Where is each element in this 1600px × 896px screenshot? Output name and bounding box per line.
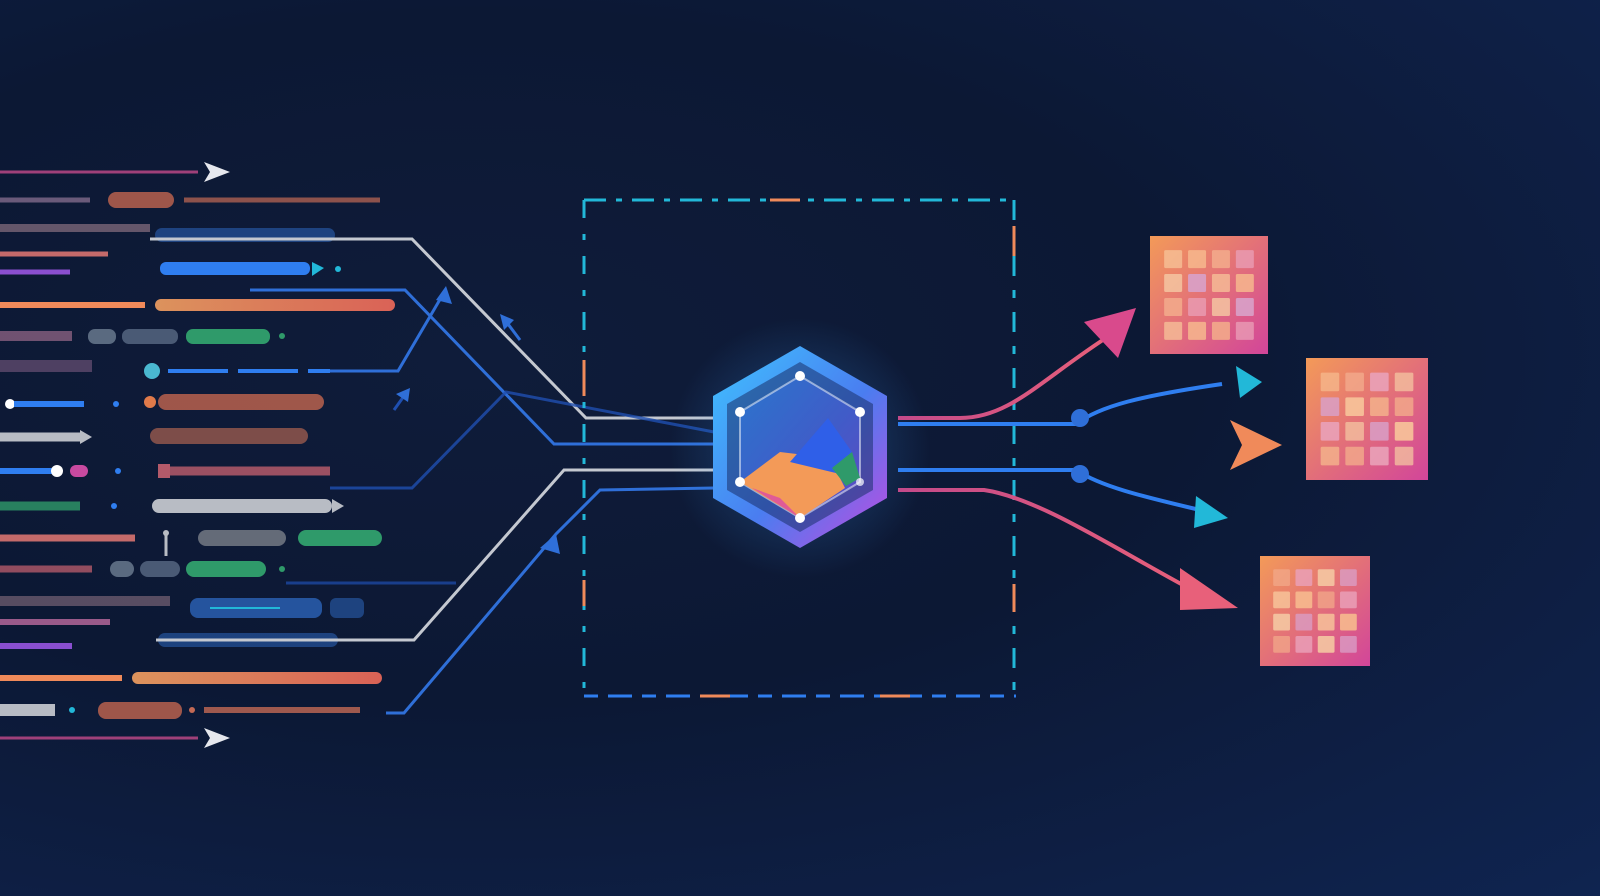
- grid-cell: [1211, 250, 1230, 269]
- grid-cell: [1235, 274, 1254, 293]
- connector-line: [392, 395, 406, 411]
- arrow-head-icon: [204, 162, 230, 182]
- output-grid-2: [1306, 358, 1428, 480]
- grid-cell: [1211, 297, 1230, 316]
- output-grid-3: [1260, 556, 1370, 666]
- grid-cell: [1340, 591, 1357, 609]
- connector-line: [330, 295, 444, 373]
- arrow-head-icon: [500, 314, 514, 330]
- input-stream: [0, 596, 364, 618]
- grid-cell: [1345, 372, 1364, 392]
- input-stream: [5, 394, 324, 410]
- arrow-head-icon: [436, 286, 452, 304]
- grid-cell: [1188, 297, 1207, 316]
- arrow-head-icon: [396, 388, 410, 402]
- connector-line: [150, 237, 714, 420]
- grid-cell: [1295, 613, 1313, 631]
- grid-cell: [1211, 321, 1230, 340]
- processing-hub: [670, 318, 930, 578]
- grid-cell: [1211, 274, 1230, 293]
- input-stream: [0, 464, 330, 478]
- arrow-head-icon: [204, 728, 230, 748]
- grid-cell: [1370, 372, 1389, 392]
- hexagon-chart-icon: [735, 371, 865, 523]
- input-stream: [0, 530, 382, 556]
- arrow-head-icon: [1194, 496, 1228, 528]
- input-stream: [0, 192, 380, 208]
- arrow-head-icon: [1180, 568, 1238, 610]
- input-stream: [0, 728, 230, 748]
- input-stream: [0, 329, 285, 344]
- grid-cell: [1370, 446, 1389, 466]
- outputs: [1150, 236, 1428, 666]
- grid-cell: [1345, 422, 1364, 441]
- input-stream: [0, 619, 338, 649]
- grid-cell: [1394, 422, 1414, 441]
- arrow-head-icon: [312, 262, 324, 276]
- grid-cell: [1345, 446, 1364, 466]
- grid-cell: [1317, 613, 1335, 631]
- grid-cell: [1188, 250, 1207, 269]
- input-stream: [0, 702, 360, 719]
- grid-cell: [1235, 250, 1254, 269]
- output-line: [898, 488, 1197, 594]
- grid-cell: [1345, 397, 1364, 416]
- input-stream: [0, 561, 285, 577]
- grid-cell: [1164, 297, 1183, 316]
- connector-line: [330, 390, 715, 490]
- grid-cell: [1320, 372, 1340, 392]
- grid-cell: [1394, 446, 1414, 466]
- input-stream: [0, 428, 308, 444]
- output-connectors: [898, 308, 1282, 610]
- input-stream: [0, 360, 330, 379]
- grid-cell: [1164, 274, 1183, 293]
- arrow-head-icon: [1236, 366, 1262, 398]
- input-stream: [0, 162, 230, 182]
- grid-cell: [1317, 591, 1335, 609]
- grid-cell: [1273, 613, 1290, 631]
- grid-cell: [1295, 636, 1313, 653]
- grid-cell: [1188, 321, 1207, 340]
- grid-cell: [1317, 569, 1335, 586]
- grid-cell: [1320, 422, 1340, 441]
- grid-cell: [1235, 321, 1254, 340]
- grid-cell: [1295, 569, 1313, 586]
- grid-cell: [1188, 274, 1207, 293]
- grid-cell: [1317, 636, 1335, 653]
- grid-cell: [1164, 250, 1183, 269]
- grid-cell: [1370, 397, 1389, 416]
- output-grid-1: [1150, 236, 1268, 354]
- input-streams: [0, 162, 395, 748]
- grid-cell: [1235, 297, 1254, 316]
- grid-cell: [1273, 636, 1290, 653]
- connector-line: [386, 486, 715, 715]
- grid-cell: [1273, 569, 1290, 586]
- arrow-head-icon: [1084, 308, 1136, 358]
- input-stream: [0, 251, 341, 276]
- grid-cell: [1340, 613, 1357, 631]
- input-stream: [0, 499, 344, 513]
- grid-cell: [1370, 422, 1389, 441]
- grid-cell: [1164, 321, 1183, 340]
- processing-boundary: [582, 198, 1016, 698]
- connector-line: [156, 468, 714, 642]
- connector-lines: [150, 237, 715, 715]
- input-stream: [0, 672, 382, 684]
- grid-cell: [1320, 397, 1340, 416]
- arrow-head-icon: [1230, 420, 1282, 470]
- connector-line: [250, 288, 714, 446]
- grid-cell: [1394, 372, 1414, 392]
- grid-cell: [1340, 569, 1357, 586]
- input-stream: [0, 269, 395, 311]
- output-line: [898, 332, 1114, 420]
- grid-cell: [1273, 591, 1290, 609]
- grid-cell: [1340, 636, 1357, 653]
- grid-cell: [1295, 591, 1313, 609]
- grid-cell: [1320, 446, 1340, 466]
- grid-cell: [1394, 397, 1414, 416]
- arrow-head-icon: [540, 534, 560, 554]
